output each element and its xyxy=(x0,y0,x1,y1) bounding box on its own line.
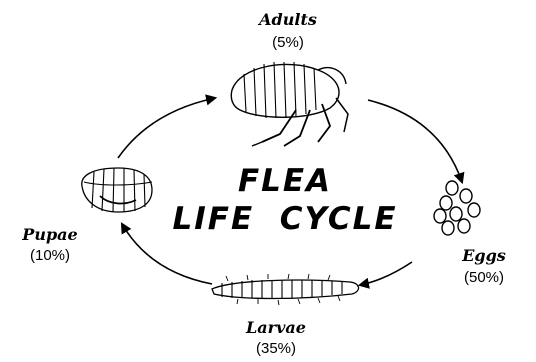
pupa-icon xyxy=(82,168,152,212)
stage-label-pupae: Pupae xyxy=(10,225,90,244)
stage-percent-eggs: (50%) xyxy=(449,269,519,286)
stage-label-eggs: Eggs xyxy=(444,246,524,265)
cycle-arrow-eggs-to-larvae xyxy=(360,262,412,285)
stage-percent-larvae: (35%) xyxy=(241,340,311,357)
cycle-arrow-pupae-to-adults xyxy=(118,98,215,158)
diagram-title-line2: LIFE CYCLE xyxy=(160,200,410,238)
egg-cluster-icon xyxy=(434,181,480,235)
flea-adult-icon xyxy=(231,62,348,146)
stage-label-adults: Adults xyxy=(248,10,328,29)
diagram-title-line1: FLEA xyxy=(170,162,400,200)
larva-icon xyxy=(212,274,359,305)
stage-percent-pupae: (10%) xyxy=(15,247,85,264)
stage-label-larvae: Larvae xyxy=(236,318,316,337)
stage-percent-adults: (5%) xyxy=(258,34,318,51)
